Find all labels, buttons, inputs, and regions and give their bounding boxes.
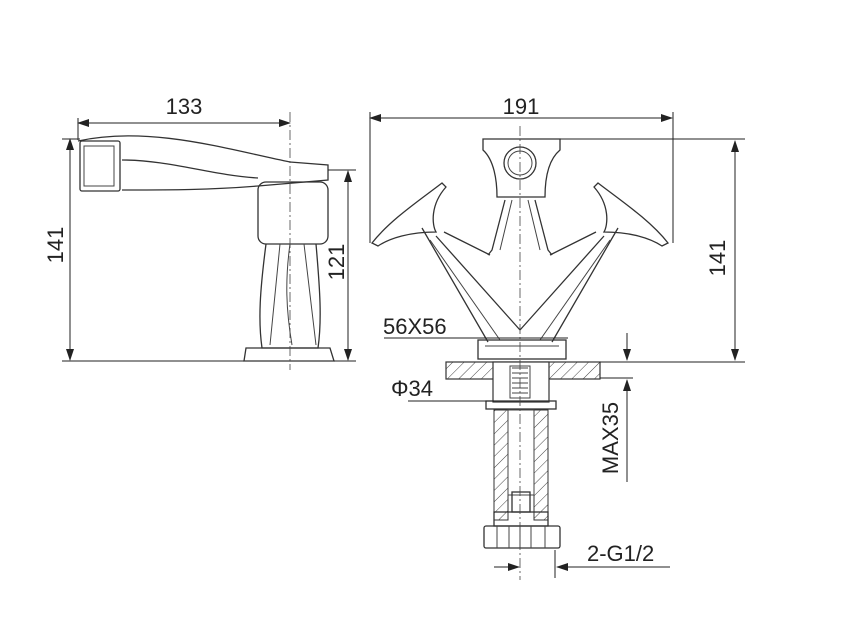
side-width-dimension: 133 [77,94,291,140]
side-width-label: 133 [166,94,203,119]
base-size-dimension: 56X56 [383,314,568,339]
spout-height-label: 121 [324,244,349,281]
front-height-label: 141 [705,240,730,277]
front-height-dimension: 141 [560,138,745,363]
mounting-shank [483,400,561,549]
deck-thickness-dimension: MAX35 [598,333,633,482]
connection-label: 2-G1/2 [587,541,654,566]
base-size-label: 56X56 [383,314,447,339]
front-faucet-outline [370,138,670,360]
front-width-label: 191 [503,94,540,119]
side-height-dimension: 141 [43,138,244,362]
hole-diameter-dimension: Φ34 [391,376,494,402]
front-width-dimension: 191 [369,94,674,243]
side-height-label: 141 [43,227,68,264]
deck-thickness-label: MAX35 [598,402,623,474]
front-view: 191 141 56X56 Φ34 MAX35 2-G1/2 [369,94,745,580]
side-faucet-outline [77,135,335,362]
deck-plate [445,361,601,403]
side-view: 133 141 121 [43,94,356,370]
connection-dimension: 2-G1/2 [494,541,670,578]
spout-height-dimension: 121 [324,169,356,362]
hole-diameter-label: Φ34 [391,376,433,401]
